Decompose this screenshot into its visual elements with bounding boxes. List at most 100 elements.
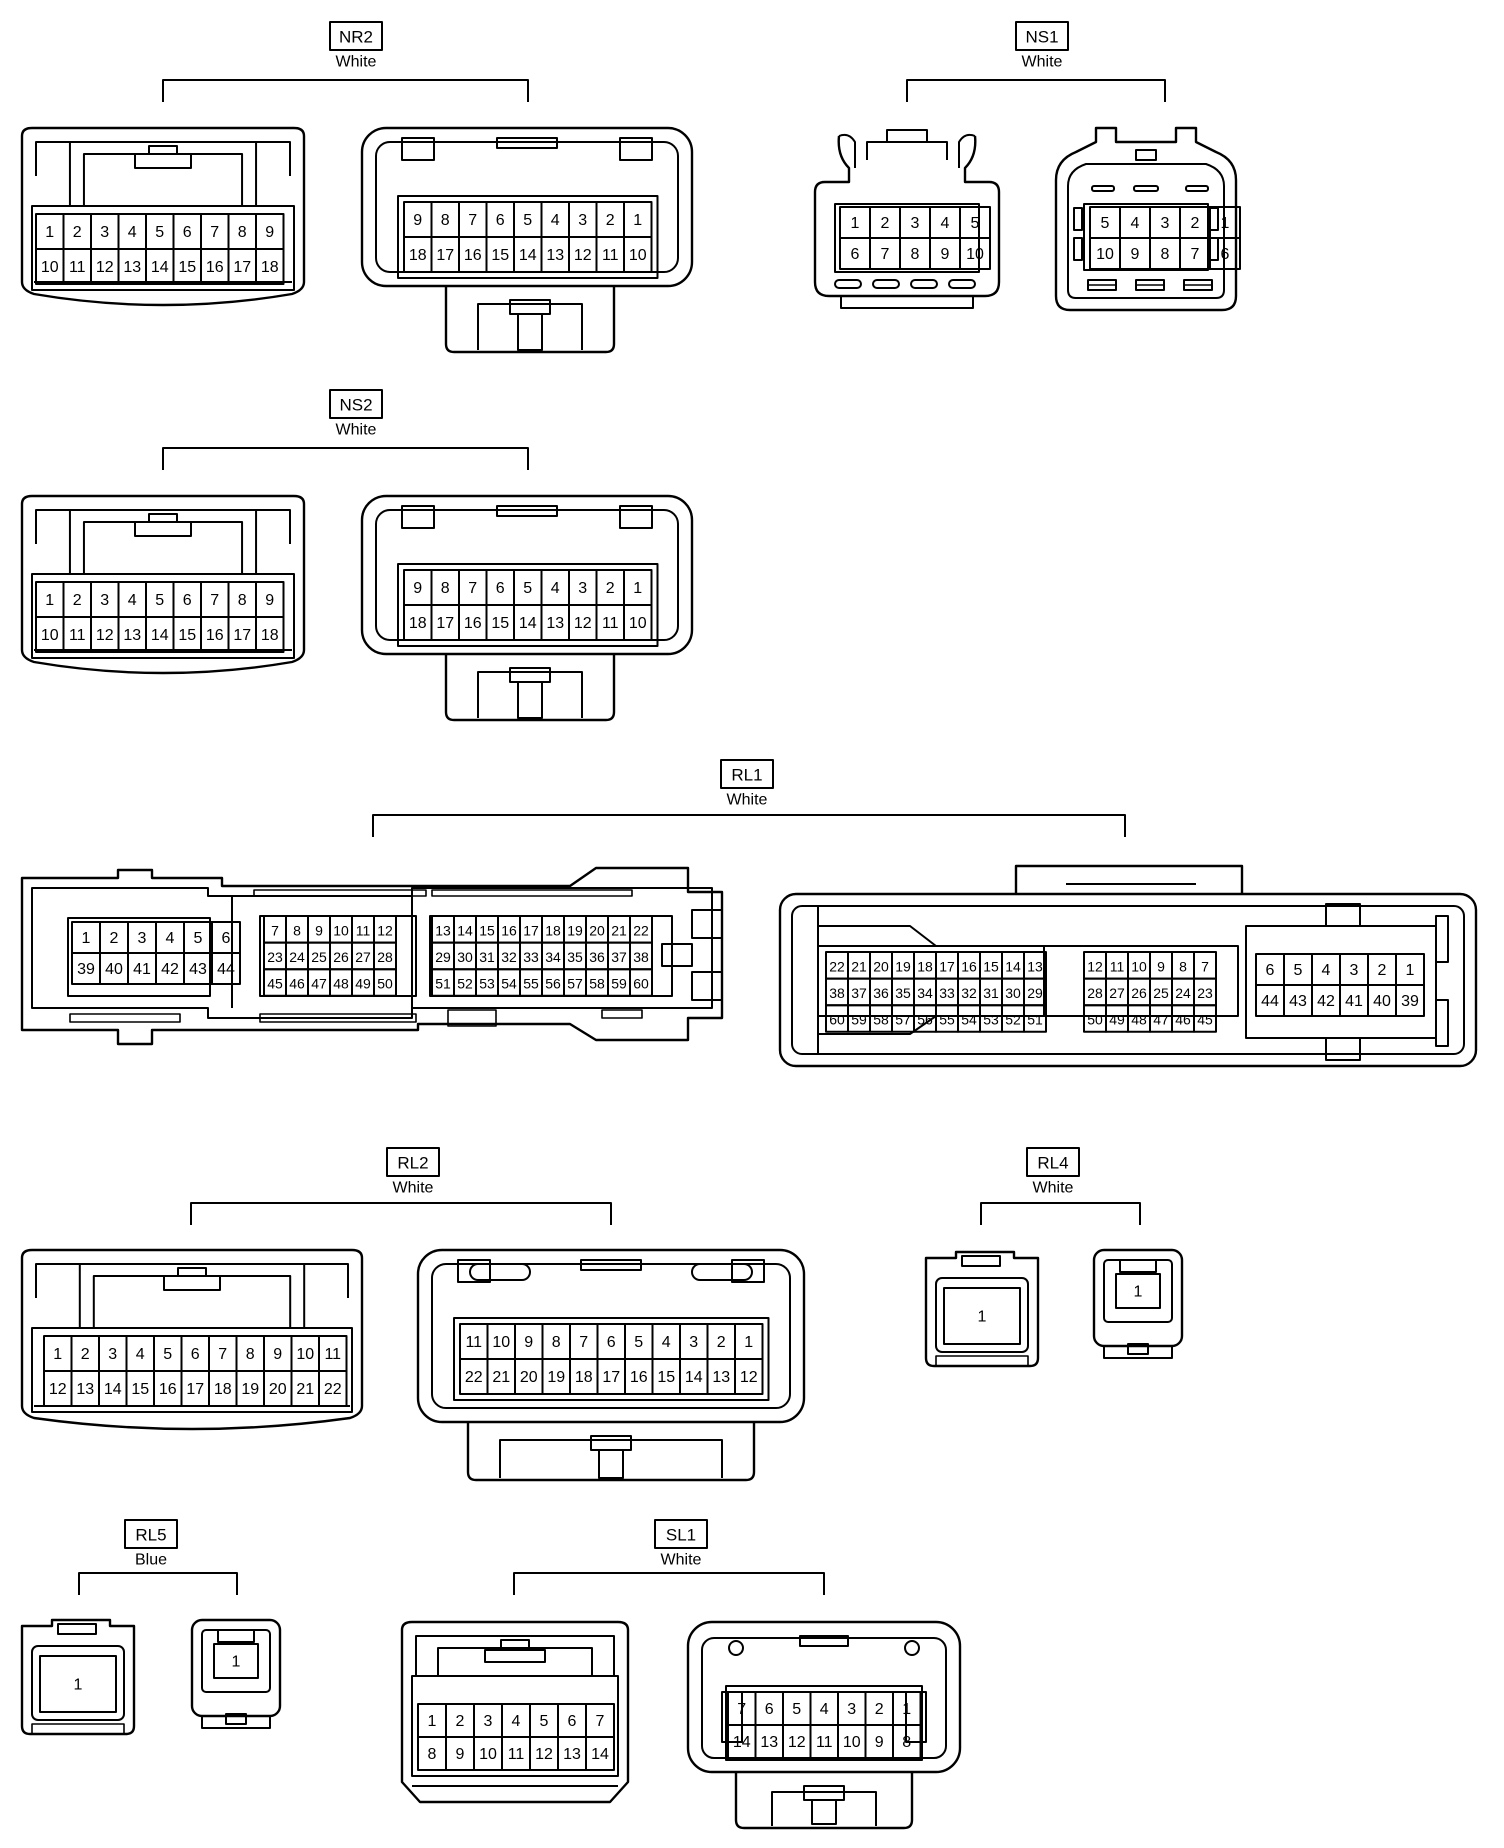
pin-number: 3 <box>108 1346 117 1363</box>
pin-number: 7 <box>881 246 890 263</box>
pin-number: 17 <box>186 1381 204 1398</box>
pin-number: 44 <box>1261 993 1279 1010</box>
pin-number: 19 <box>895 958 911 974</box>
pin-number: 7 <box>468 580 477 597</box>
pin-number: 7 <box>737 1701 746 1718</box>
connector-color: White <box>336 422 377 439</box>
pin-number: 35 <box>895 985 911 1001</box>
bracket <box>513 1572 825 1595</box>
pin-number: 34 <box>917 985 933 1001</box>
pin-number: 18 <box>575 1369 593 1386</box>
pin-number: 42 <box>1317 993 1335 1010</box>
pin-number: 18 <box>409 615 427 632</box>
pin-number: 59 <box>851 1012 867 1028</box>
pin-number: 6 <box>1266 962 1275 979</box>
pin-number: 12 <box>740 1369 758 1386</box>
pin-number: 6 <box>496 212 505 229</box>
pin-number: 15 <box>657 1369 675 1386</box>
pin-number: 21 <box>296 1381 314 1398</box>
pin-number: 21 <box>851 958 867 974</box>
bracket <box>190 1202 612 1225</box>
pin-number: 41 <box>1345 993 1363 1010</box>
pin-number: 1 <box>902 1701 911 1718</box>
pin-number: 50 <box>377 976 393 992</box>
pin-number: 4 <box>941 215 950 232</box>
pin-number: 18 <box>214 1381 232 1398</box>
pin-number: 3 <box>911 215 920 232</box>
pin-number: 10 <box>629 615 647 632</box>
bracket <box>980 1202 1141 1225</box>
pin-number: 17 <box>436 247 454 264</box>
connector-id: NR2 <box>339 28 373 47</box>
pin-number: 4 <box>820 1701 829 1718</box>
pin-number: 18 <box>261 259 279 276</box>
pin-number: 5 <box>163 1346 172 1363</box>
pin-number: 12 <box>377 922 393 938</box>
pin-number: 8 <box>552 1334 561 1351</box>
pin-number: 10 <box>492 1334 510 1351</box>
pin-number: 12 <box>49 1381 67 1398</box>
pin-number: 51 <box>435 976 451 992</box>
pin-number: 1 <box>45 592 54 609</box>
pin-number: 8 <box>911 246 920 263</box>
pin-number: 11 <box>602 615 619 632</box>
pin-number: 47 <box>1153 1012 1169 1028</box>
pin-number: 7 <box>579 1334 588 1351</box>
pin-number: 6 <box>568 1713 577 1730</box>
pin-number: 28 <box>377 949 393 965</box>
pin-number: 3 <box>1350 962 1359 979</box>
pin-number: 14 <box>519 247 537 264</box>
pin-number: 53 <box>983 1012 999 1028</box>
pin-number: 20 <box>589 922 605 938</box>
pin-number: 2 <box>875 1701 884 1718</box>
pin-number: 3 <box>484 1713 493 1730</box>
pin-number: 11 <box>508 1746 525 1763</box>
pin-number: 4 <box>128 592 137 609</box>
pin-number: 5 <box>194 930 203 947</box>
pin-number: 22 <box>829 958 845 974</box>
pin-number: 13 <box>563 1746 581 1763</box>
pin-number: 14 <box>1005 958 1021 974</box>
pin-number: 2 <box>606 580 615 597</box>
pin-number: 4 <box>136 1346 145 1363</box>
pin-number: 40 <box>105 961 123 978</box>
pin-number: 11 <box>69 259 86 276</box>
pin-number: 49 <box>1109 1012 1125 1028</box>
pin-number: 29 <box>1027 985 1043 1001</box>
pin-number: 30 <box>1005 985 1021 1001</box>
pin-number: 32 <box>961 985 977 1001</box>
pin-number: 19 <box>241 1381 259 1398</box>
bracket <box>162 79 529 102</box>
pin-number: 10 <box>629 247 647 264</box>
pin-number: 18 <box>917 958 933 974</box>
pin-number: 6 <box>191 1346 200 1363</box>
pin-number: 11 <box>602 247 619 264</box>
pin-number: 6 <box>607 1334 616 1351</box>
pin-number: 56 <box>917 1012 933 1028</box>
pin-number: 12 <box>574 247 592 264</box>
connector-color: White <box>1033 1180 1074 1197</box>
pin-number: 13 <box>435 922 451 938</box>
pin-number: 3 <box>138 930 147 947</box>
pin-number: 20 <box>520 1369 538 1386</box>
pin-number: 12 <box>788 1734 806 1751</box>
pin-number: 10 <box>843 1734 861 1751</box>
pin-number: 29 <box>435 949 451 965</box>
pin-number: 9 <box>315 922 323 938</box>
pin-number: 23 <box>1197 985 1213 1001</box>
pin-number: 27 <box>355 949 371 965</box>
pin-number: 55 <box>523 976 539 992</box>
pin-number: 16 <box>501 922 517 938</box>
pin-number: 55 <box>939 1012 955 1028</box>
pin-number: 7 <box>1201 958 1209 974</box>
pin-number: 1 <box>1406 962 1415 979</box>
connector-color: White <box>727 792 768 809</box>
pin-number: 46 <box>1175 1012 1191 1028</box>
